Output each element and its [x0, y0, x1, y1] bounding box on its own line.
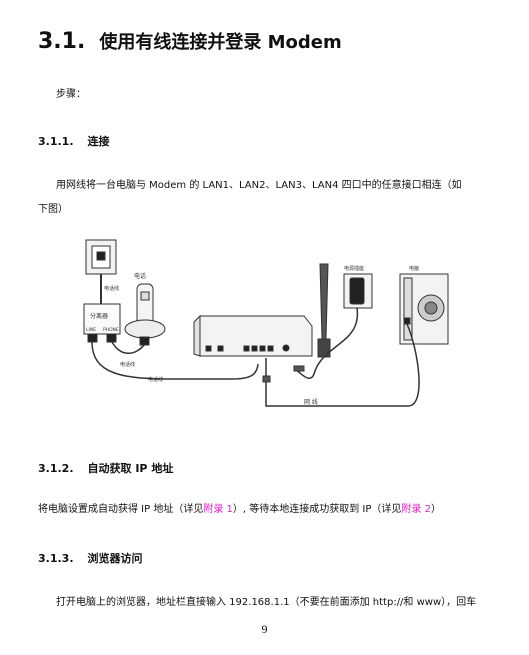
computer-icon [399, 273, 449, 345]
appendix-2-link[interactable]: 附录 2 [401, 504, 431, 515]
wall-jack-icon [85, 239, 117, 275]
power-adapter-icon [343, 273, 373, 309]
telephone-icon [124, 283, 166, 346]
subsection-3-title: 浏览器访问 [87, 552, 143, 565]
modem-icon [193, 314, 313, 357]
section-title: 使用有线连接并登录 Modem [99, 32, 342, 53]
subsection-1-number: 3.1.1. [38, 135, 74, 148]
subsection-1-title: 连接 [87, 135, 110, 148]
appendix-1-link[interactable]: 附录 1 [203, 504, 233, 515]
subsection-2-text-a: 将电脑设置成自动获得 IP 地址（详见 [38, 504, 204, 515]
network-cable-label: 网 线 [304, 398, 318, 406]
phone-port-label: PHONE [103, 327, 119, 333]
subsection-3-number: 3.1.3. [38, 552, 74, 565]
phone-line-top-label: 电话线 [104, 285, 119, 292]
subsection-2-text: 将电脑设置成自动获得 IP 地址（详见附录 1）, 等待本地连接成功获取到 IP… [38, 503, 441, 516]
subsection-2-text-b: ）, 等待本地连接成功获取到 IP（详见 [232, 504, 402, 515]
subsection-3-heading: 3.1.3. 浏览器访问 [38, 550, 143, 566]
phone-label: 电话 [134, 272, 146, 280]
steps-label: 步骤： [56, 89, 86, 100]
splitter-icon [83, 303, 121, 343]
subsection-1-text-line1: 用网线将一台电脑与 Modem 的 LAN1、LAN2、LAN3、LAN4 四口… [56, 180, 462, 191]
subsection-2-text-c: ） [430, 504, 441, 515]
section-heading: 3.1. 使用有线连接并登录 Modem [38, 28, 342, 54]
line-port-label: LINE [86, 327, 96, 333]
subsection-2-number: 3.1.2. [38, 462, 74, 475]
phone-line-bottom-label: 电话线 [148, 376, 163, 383]
splitter-label: 分离器 [90, 312, 108, 320]
antenna-icon [317, 263, 331, 358]
connection-diagram: 电话线 分离器 LINE PHONE 电话 电话线 电话线 电源插座 [83, 239, 449, 407]
subsection-1-text-line2: 下图） [38, 204, 68, 215]
subsection-2-title: 自动获取 IP 地址 [87, 462, 174, 475]
phone-line-mid-label: 电话线 [120, 361, 135, 368]
subsection-2-heading: 3.1.2. 自动获取 IP 地址 [38, 460, 173, 476]
pc-label: 电脑 [409, 265, 419, 272]
subsection-1-heading: 3.1.1. 连接 [38, 133, 110, 149]
power-outlet-label: 电源插座 [344, 265, 364, 272]
subsection-3-text: 打开电脑上的浏览器，地址栏直接输入 192.168.1.1（不要在前面添加 ht… [56, 597, 477, 608]
page-number: 9 [261, 622, 268, 636]
section-number: 3.1. [38, 29, 86, 54]
